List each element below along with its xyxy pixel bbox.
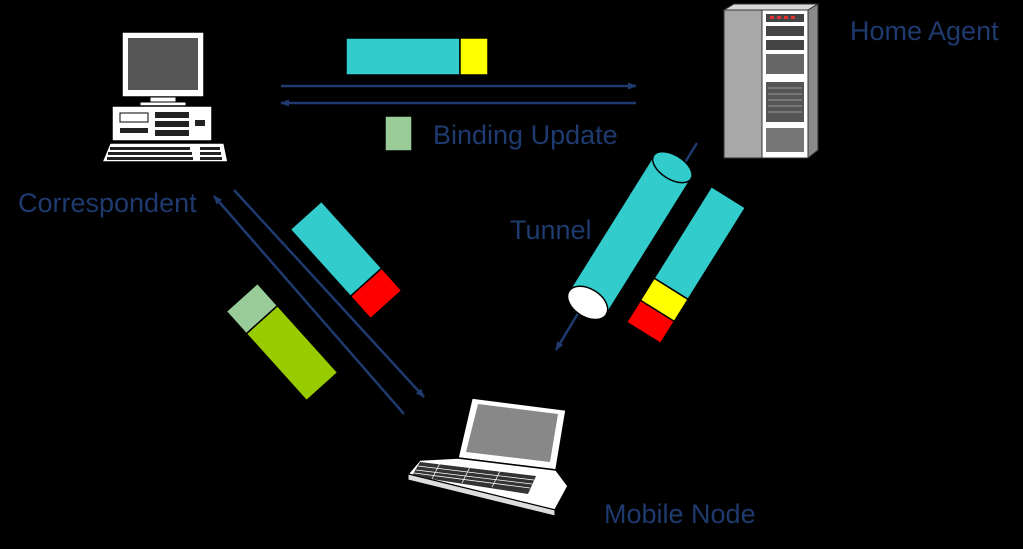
binding-update-packet — [225, 282, 339, 402]
arrow-correspondent-to-mobile-node — [233, 189, 425, 398]
tunnel-label: Tunnel — [510, 215, 592, 245]
correspondent-label: Correspondent — [18, 188, 197, 218]
tunnel-opening — [566, 285, 609, 321]
binding-update-swatch — [384, 115, 413, 152]
binding-update-payload — [245, 304, 339, 402]
home-agent-label: Home Agent — [850, 16, 999, 46]
packet-payload — [653, 185, 747, 301]
desktop-computer-icon — [100, 31, 229, 163]
arrow-home-agent-to-tunnel — [682, 142, 699, 165]
arrow-mobile-node-to-correspondent — [213, 195, 405, 415]
arrow-tunnel-to-mobile-node — [554, 309, 582, 351]
mobile-node-label: Mobile Node — [604, 499, 756, 529]
tower-server-icon — [722, 3, 820, 160]
binding-update-label: Binding Update — [433, 120, 618, 150]
packet-to-mobile-node — [289, 200, 403, 320]
tunnel-pipe — [566, 150, 693, 321]
home-address-header — [459, 37, 489, 76]
encapsulated-packet — [625, 185, 747, 345]
packet-to-home-agent — [345, 37, 489, 76]
laptop-computer-icon — [406, 397, 569, 517]
packet-payload — [345, 37, 461, 76]
care-of-header — [349, 267, 403, 320]
